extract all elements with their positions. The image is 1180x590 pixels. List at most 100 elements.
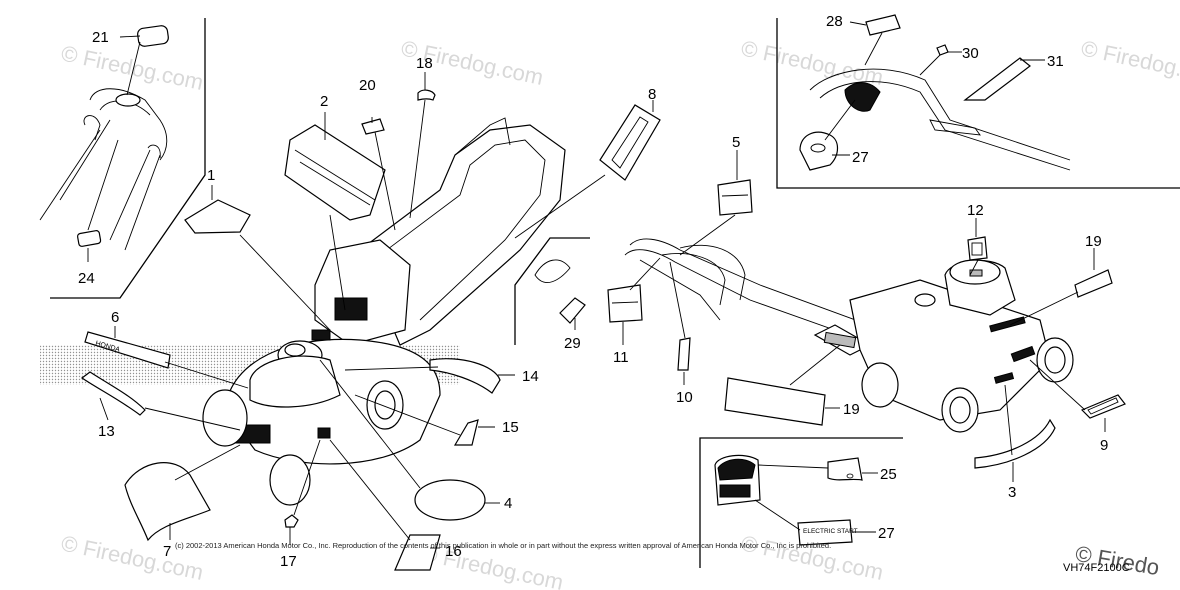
- frame-center: [514, 237, 590, 345]
- leader-8b: [514, 174, 606, 239]
- watermark: © Firedog.com: [1079, 35, 1180, 90]
- callout-24: 24: [78, 270, 95, 287]
- callout-32: 31: [1047, 53, 1064, 70]
- handle-inset-right: [799, 14, 1071, 171]
- leader-15b: [354, 394, 461, 436]
- callout-18: 18: [416, 55, 433, 72]
- callout-7: 7: [163, 543, 171, 560]
- callout-25: 25: [880, 466, 897, 483]
- handle-bar: [89, 88, 168, 161]
- handle-bar-right-inner: [819, 81, 1071, 171]
- decal-24: [77, 230, 102, 247]
- handle-right-lower: [639, 259, 721, 321]
- callout-13: 13: [98, 423, 115, 440]
- decal-27: [797, 519, 853, 546]
- handle-right-loop2: [661, 253, 726, 306]
- battery-top-dark: [717, 458, 756, 481]
- leader-4b: [319, 359, 421, 489]
- watermark: © Firedog.com: [59, 40, 206, 95]
- inset-bottom-right: ELECTRIC START: [714, 454, 878, 546]
- engine-top: [284, 343, 306, 357]
- decal-31: [936, 44, 949, 56]
- decal-11: [607, 284, 643, 323]
- callout-5: 5: [732, 134, 740, 151]
- leader-1b: [239, 234, 331, 331]
- decal-14: [429, 358, 501, 394]
- decal-10: [677, 337, 691, 371]
- mower-handle-outline: [359, 124, 566, 346]
- wheel-right-rear-hub: [1044, 346, 1066, 374]
- leader-29: [849, 21, 867, 26]
- leader-18b: [409, 99, 426, 219]
- watermark: © Firedog.com: [59, 530, 206, 585]
- leader-21b: [374, 131, 396, 231]
- decal-8-inner: [611, 116, 649, 169]
- callout-2: 2: [320, 93, 328, 110]
- callout-4: 4: [504, 495, 512, 512]
- leader-13: [99, 397, 109, 421]
- mower-right-cap: [914, 293, 936, 307]
- decal-30: [559, 297, 586, 324]
- callout-31: 30: [962, 45, 979, 62]
- leader-6b: [164, 361, 249, 389]
- mower-handle-top: [454, 117, 511, 156]
- decal-19: [1074, 269, 1113, 298]
- callout-11: 11: [613, 349, 629, 366]
- handle-bracket-right: [929, 119, 981, 136]
- copyright-notice: (c) 2002-2013 American Honda Motor Co., …: [175, 541, 832, 550]
- decal-23: [137, 25, 169, 47]
- electric-start-text: ELECTRIC START: [803, 528, 858, 535]
- leader-11b: [629, 257, 661, 291]
- decal-4: [414, 479, 486, 521]
- decal-6: [84, 331, 171, 369]
- leader-28b: [824, 99, 856, 141]
- right-deck-decal: [1010, 345, 1036, 363]
- handle-grip: [115, 93, 141, 107]
- decal-8: [599, 104, 661, 181]
- callout-20: 19: [843, 401, 860, 418]
- callout-27: 27: [878, 525, 895, 542]
- handle-bracket: [83, 115, 101, 141]
- callout-8: 8: [648, 86, 656, 103]
- frame-top-right: [776, 18, 1180, 189]
- handle-inset-left: [39, 25, 169, 262]
- decal-9-inner: [1087, 397, 1119, 415]
- decal-9: [1080, 394, 1126, 419]
- decal-20: [724, 377, 826, 426]
- handle-bracket-right: [147, 144, 161, 159]
- handle-right-mid: [624, 249, 906, 356]
- decal-17: [284, 514, 299, 528]
- decal-25: [827, 457, 863, 481]
- handle-right-top: [629, 238, 911, 341]
- engine-body: [249, 355, 341, 408]
- leader-7b: [174, 444, 241, 481]
- wheel-front-right: [269, 454, 311, 506]
- decal-3: [974, 418, 1056, 469]
- leader-23b: [126, 41, 141, 96]
- callout-15: 15: [502, 419, 519, 436]
- decal-25-hole: [846, 473, 854, 479]
- bag-decal-dark: [334, 297, 368, 321]
- leader-17b: [293, 439, 321, 516]
- wheel-front-left: [202, 389, 248, 447]
- callout-17: 17: [280, 553, 297, 570]
- callout-12: 12: [967, 202, 984, 219]
- leader-24: [87, 139, 119, 231]
- right-engine-mini: [969, 269, 983, 277]
- callout-3: 3: [1008, 484, 1016, 501]
- right-handle-decal: [823, 331, 857, 349]
- leader-20b: [789, 344, 841, 386]
- leader-25: [757, 464, 829, 469]
- wheel-right-front-hub: [949, 396, 971, 424]
- mower-handle-inner: [379, 139, 546, 321]
- decal-2-lines: [299, 161, 371, 206]
- handle-tubes: [39, 119, 161, 251]
- decal-12-inner: [971, 242, 983, 256]
- leader-27: [754, 499, 801, 531]
- decal-11-line: [611, 301, 639, 304]
- mower-left: [202, 117, 566, 506]
- right-deck-decal-2: [993, 372, 1015, 384]
- decal-28: [799, 131, 839, 171]
- mower-right: [624, 238, 1074, 433]
